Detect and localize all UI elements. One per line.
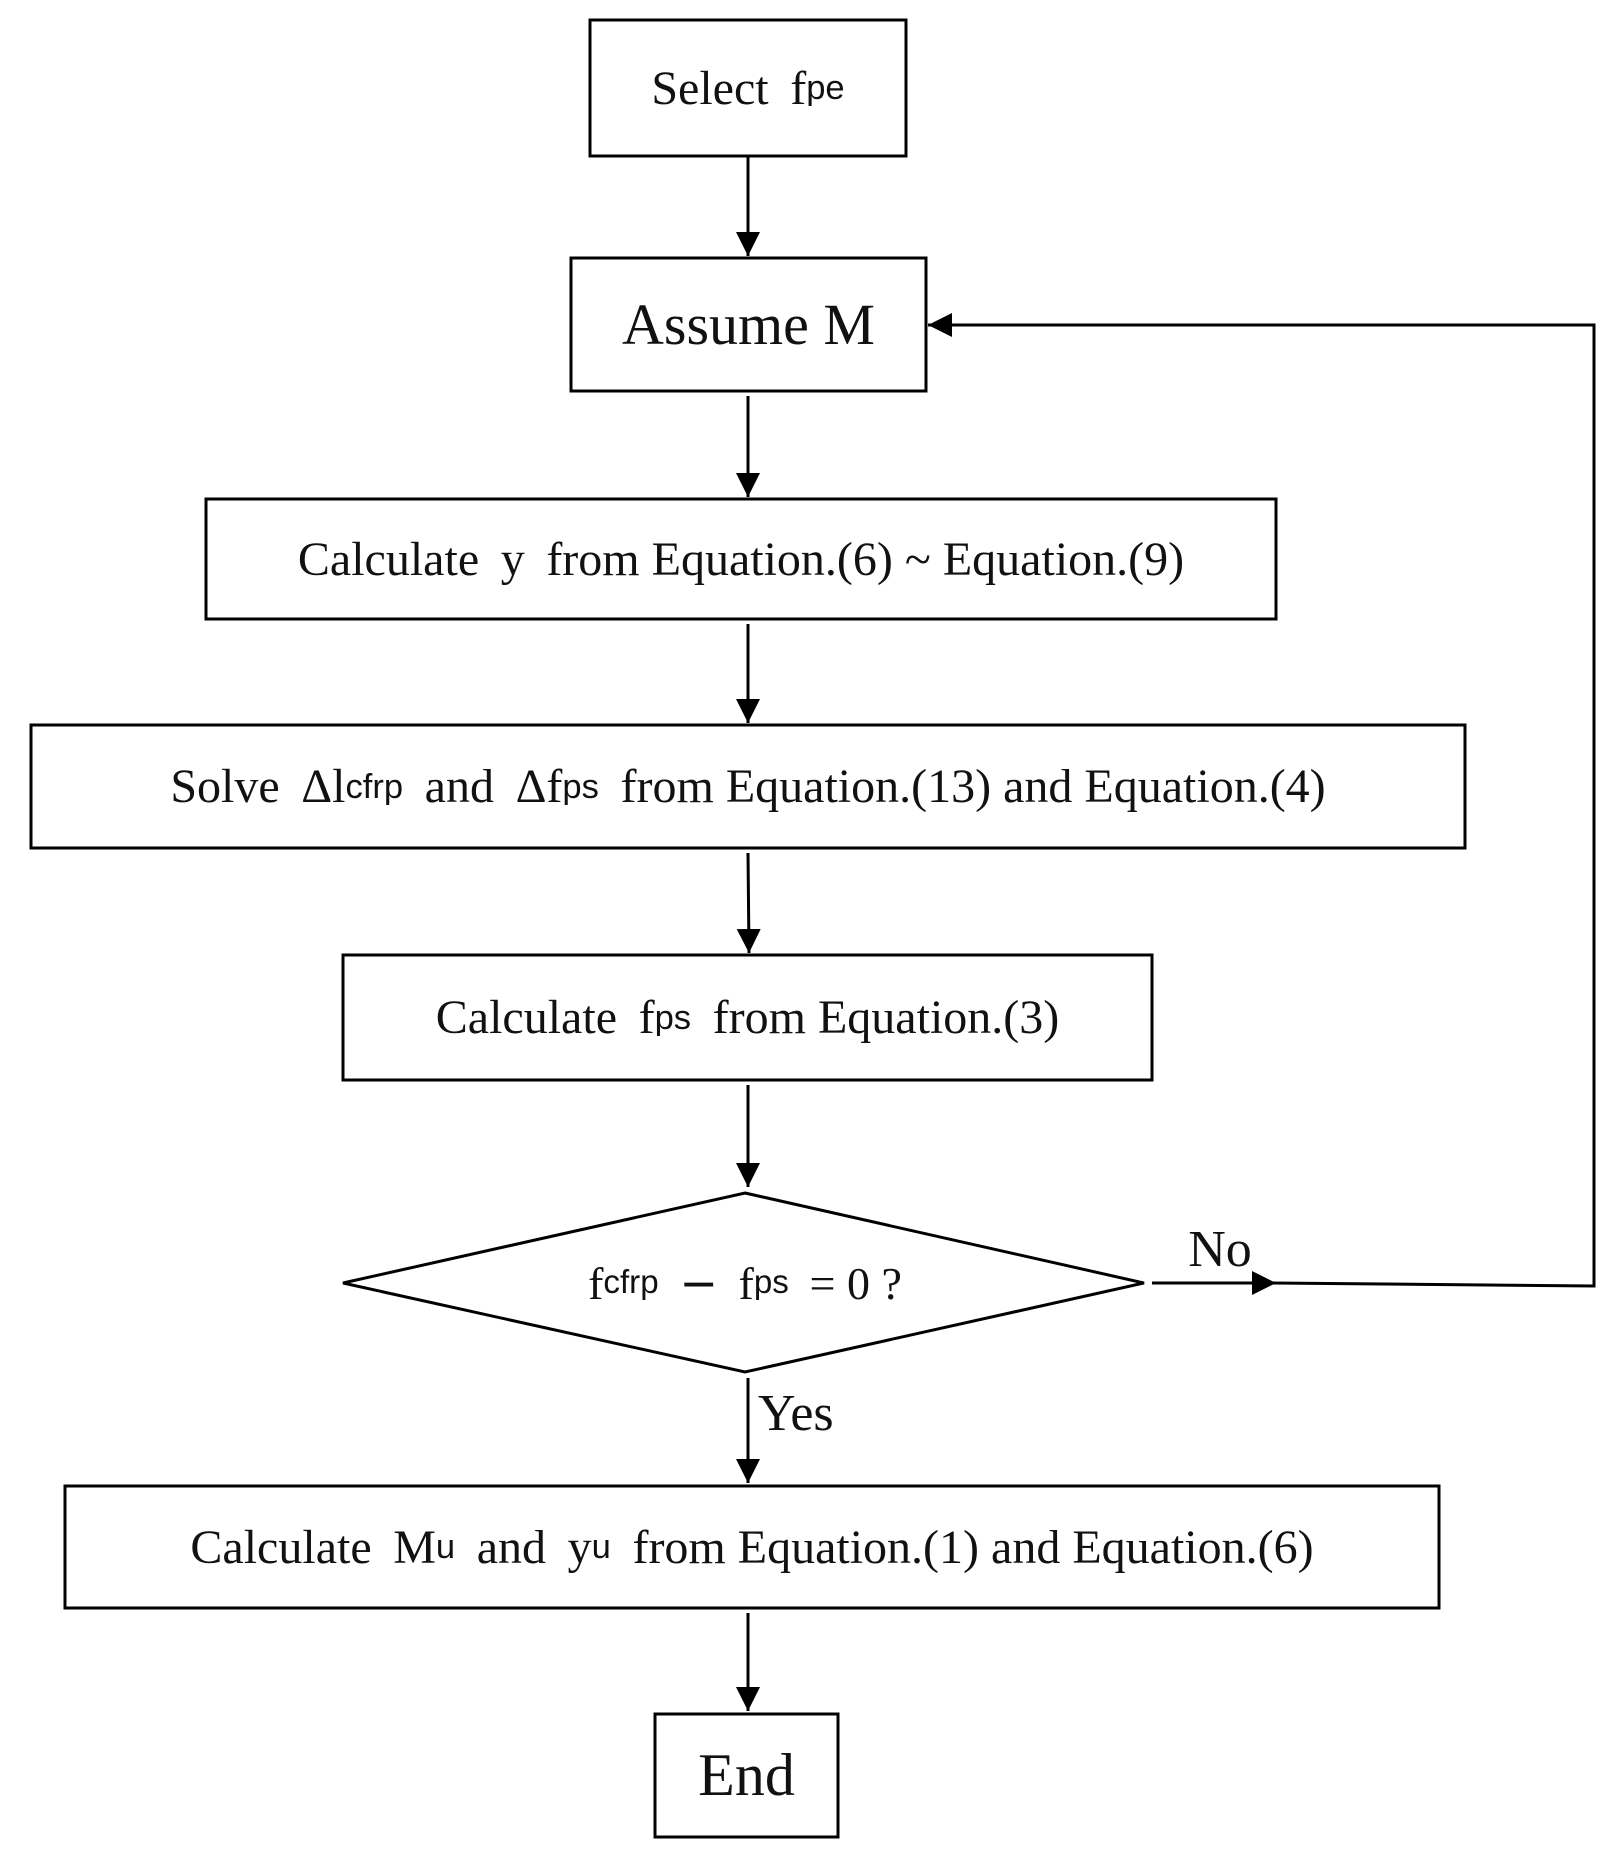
calc-y-rest: from Equation.(6) ~ Equation.(9) xyxy=(546,532,1185,586)
solve-prefix: Solve xyxy=(170,760,280,813)
end-text: End xyxy=(698,1742,795,1808)
calc-y-label: Calculate y from Equation.(6) ~ Equation… xyxy=(206,499,1276,619)
select-var: f xyxy=(790,61,807,115)
calc-fps-rest: from Equation.(3) xyxy=(712,991,1060,1044)
decision-rest: = 0 ? xyxy=(809,1257,902,1309)
solve-and: and xyxy=(424,760,494,813)
calc-mu-var2: y xyxy=(567,1520,592,1574)
calc-mu-rest: from Equation.(1) and Equation.(6) xyxy=(632,1520,1314,1574)
loop-back-line xyxy=(1072,323,1596,1288)
end-label: End xyxy=(655,1714,838,1837)
select-box xyxy=(588,18,908,158)
no-text: No xyxy=(1188,1220,1252,1278)
solve-rest: from Equation.(13) and Equation.(4) xyxy=(620,760,1326,813)
calc-fps-var: f xyxy=(638,991,655,1044)
calc-y-var: y xyxy=(500,532,525,586)
decision-var1: f xyxy=(588,1257,604,1309)
arrow-solve-to-calc-fps xyxy=(736,852,761,954)
end-box xyxy=(653,1712,840,1839)
calc-fps-box xyxy=(341,953,1154,1082)
calc-y-prefix: Calculate xyxy=(297,532,480,586)
solve-var2: Δf xyxy=(515,760,563,813)
decision-op: − xyxy=(679,1256,718,1310)
calc-y-box xyxy=(204,497,1278,621)
decision-diamond xyxy=(342,1191,1145,1374)
calc-mu-var1: M xyxy=(393,1520,436,1574)
select-prefix: Select xyxy=(651,61,769,115)
assume-box xyxy=(569,256,928,393)
solve-var1: Δl xyxy=(301,760,346,813)
yes-edge-label: Yes xyxy=(758,1380,868,1446)
assume-text: Assume M xyxy=(622,292,875,357)
solve-box xyxy=(29,723,1467,850)
no-edge-label: No xyxy=(1160,1218,1280,1280)
assume-label: Assume M xyxy=(571,258,926,391)
calc-mu-and: and xyxy=(476,1520,547,1574)
calc-fps-prefix: Calculate xyxy=(435,991,617,1044)
calc-mu-prefix: Calculate xyxy=(190,1520,372,1574)
calc-mu-box xyxy=(63,1484,1441,1610)
decision-var2: f xyxy=(738,1257,754,1309)
yes-text: Yes xyxy=(758,1384,834,1442)
